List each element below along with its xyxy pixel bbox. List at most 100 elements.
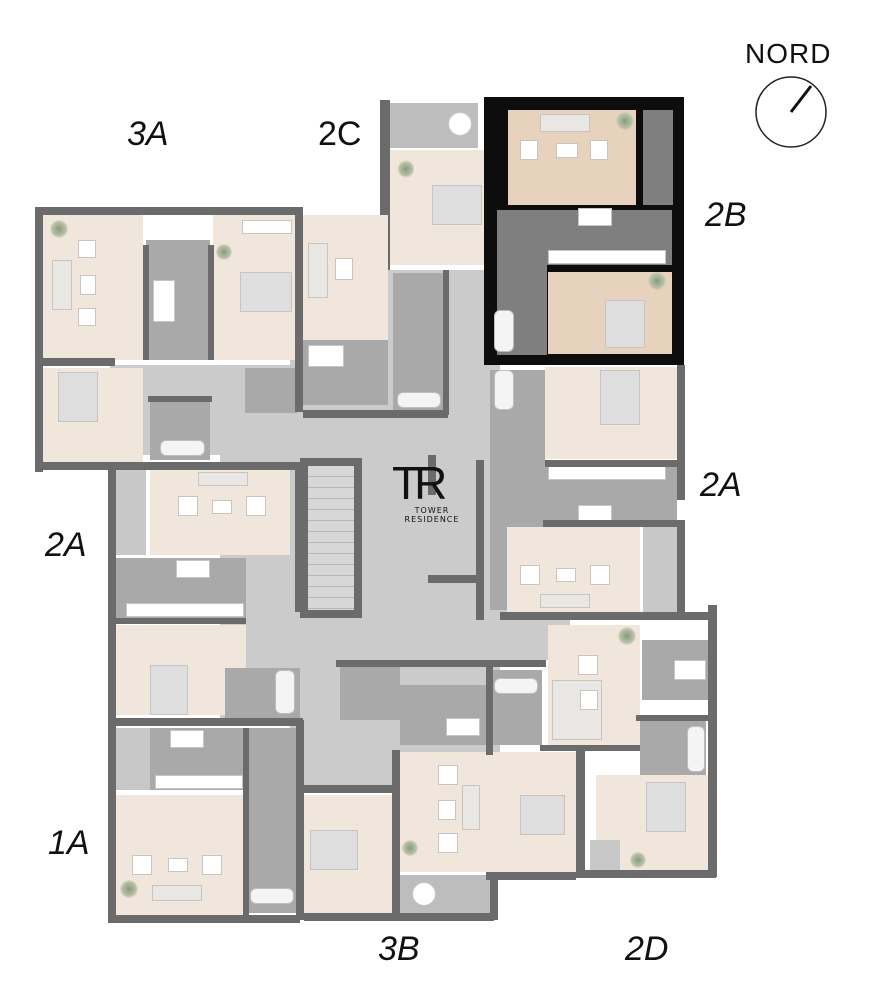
balcony-2d [590, 840, 620, 870]
armchair [438, 765, 458, 785]
bed [646, 782, 686, 832]
dining-table [176, 560, 210, 578]
wall [208, 245, 214, 360]
wall [336, 660, 546, 667]
wall [392, 750, 400, 920]
compass: NORD [745, 38, 845, 69]
kitchen-counter [155, 775, 243, 789]
elevator-wall [428, 455, 436, 495]
room-3a-wc [245, 368, 297, 413]
bed [605, 300, 645, 348]
bathtub [687, 726, 705, 772]
wall [116, 618, 246, 624]
tower-residence-logo: TR TOWER RESIDENCE [392, 460, 482, 540]
wall [243, 728, 249, 918]
plant-icon [50, 220, 68, 238]
armchair [438, 833, 458, 853]
wall [443, 270, 449, 415]
balcony-2a-right [643, 527, 677, 612]
coffee-table [438, 800, 456, 820]
room-3b-kitchen [400, 685, 488, 745]
wall [296, 720, 304, 920]
sofa-corner [552, 680, 602, 740]
plant-icon [618, 627, 636, 645]
dining-table [674, 660, 706, 680]
plant-icon [402, 840, 418, 856]
armchair [246, 496, 266, 516]
bathtub [160, 440, 205, 456]
plant-icon [120, 880, 138, 898]
kitchen-counter [126, 603, 244, 617]
wall [304, 913, 494, 921]
balcony-2a-left [116, 470, 146, 555]
armchair [132, 855, 152, 875]
wall [108, 462, 116, 922]
stairwell [308, 466, 354, 610]
wall [636, 715, 711, 721]
bathtub [494, 370, 514, 410]
dining-table [170, 730, 204, 748]
armchair [78, 308, 96, 326]
balcony-2b [643, 110, 673, 205]
coffee-table [556, 143, 578, 158]
kitchen-counter [548, 466, 666, 480]
wall [304, 785, 394, 793]
bed [150, 665, 188, 715]
elevator-wall-2 [428, 575, 484, 583]
coffee-table [556, 568, 576, 582]
wall [303, 410, 448, 418]
armchair [178, 496, 198, 516]
room-3b-wc [340, 665, 400, 720]
wall [500, 612, 717, 620]
wall [677, 460, 685, 500]
logo-mark: TR [392, 457, 447, 509]
wardrobe [242, 220, 292, 234]
armchair [202, 855, 222, 875]
bathtub [397, 392, 441, 408]
unit-label-2A-left: 2A [45, 526, 87, 564]
armchair [78, 240, 96, 258]
logo-line2: RESIDENCE [404, 515, 460, 524]
unit-label-3A: 3A [127, 115, 169, 153]
wall-3a-top [35, 207, 300, 215]
wall [486, 872, 576, 880]
wall [576, 870, 716, 878]
wall [380, 100, 390, 270]
wall [708, 605, 717, 877]
wall [677, 520, 685, 612]
wall [677, 365, 685, 460]
room-2c-hall [393, 273, 443, 413]
wall [148, 396, 212, 402]
wall [295, 462, 303, 612]
wall [108, 915, 300, 923]
sofa [540, 114, 590, 132]
bed [520, 795, 565, 835]
bathtub [250, 888, 294, 904]
north-arrow-icon [755, 76, 827, 148]
plant-icon [616, 112, 634, 130]
unit-label-1A: 1A [48, 824, 90, 862]
unit-label-2B: 2B [705, 196, 747, 234]
wall [486, 660, 493, 755]
wall [295, 207, 303, 412]
wall [35, 462, 300, 470]
balcony-1a [116, 728, 150, 790]
coffee-table [80, 275, 96, 295]
bed [310, 830, 358, 870]
armchair [520, 140, 538, 160]
unit-label-2D: 2D [625, 930, 669, 968]
wall [35, 358, 115, 366]
sofa [540, 594, 590, 608]
bathtub [275, 670, 295, 714]
wall [540, 745, 640, 751]
dining-table [446, 718, 480, 736]
plant-icon [216, 244, 232, 260]
coffee-table [335, 258, 353, 280]
round-table [412, 882, 436, 906]
armchair [590, 565, 610, 585]
bed [58, 372, 98, 422]
wall [490, 875, 498, 920]
logo-line1: TOWER [414, 506, 450, 515]
wall [545, 460, 685, 467]
sofa [152, 885, 202, 901]
